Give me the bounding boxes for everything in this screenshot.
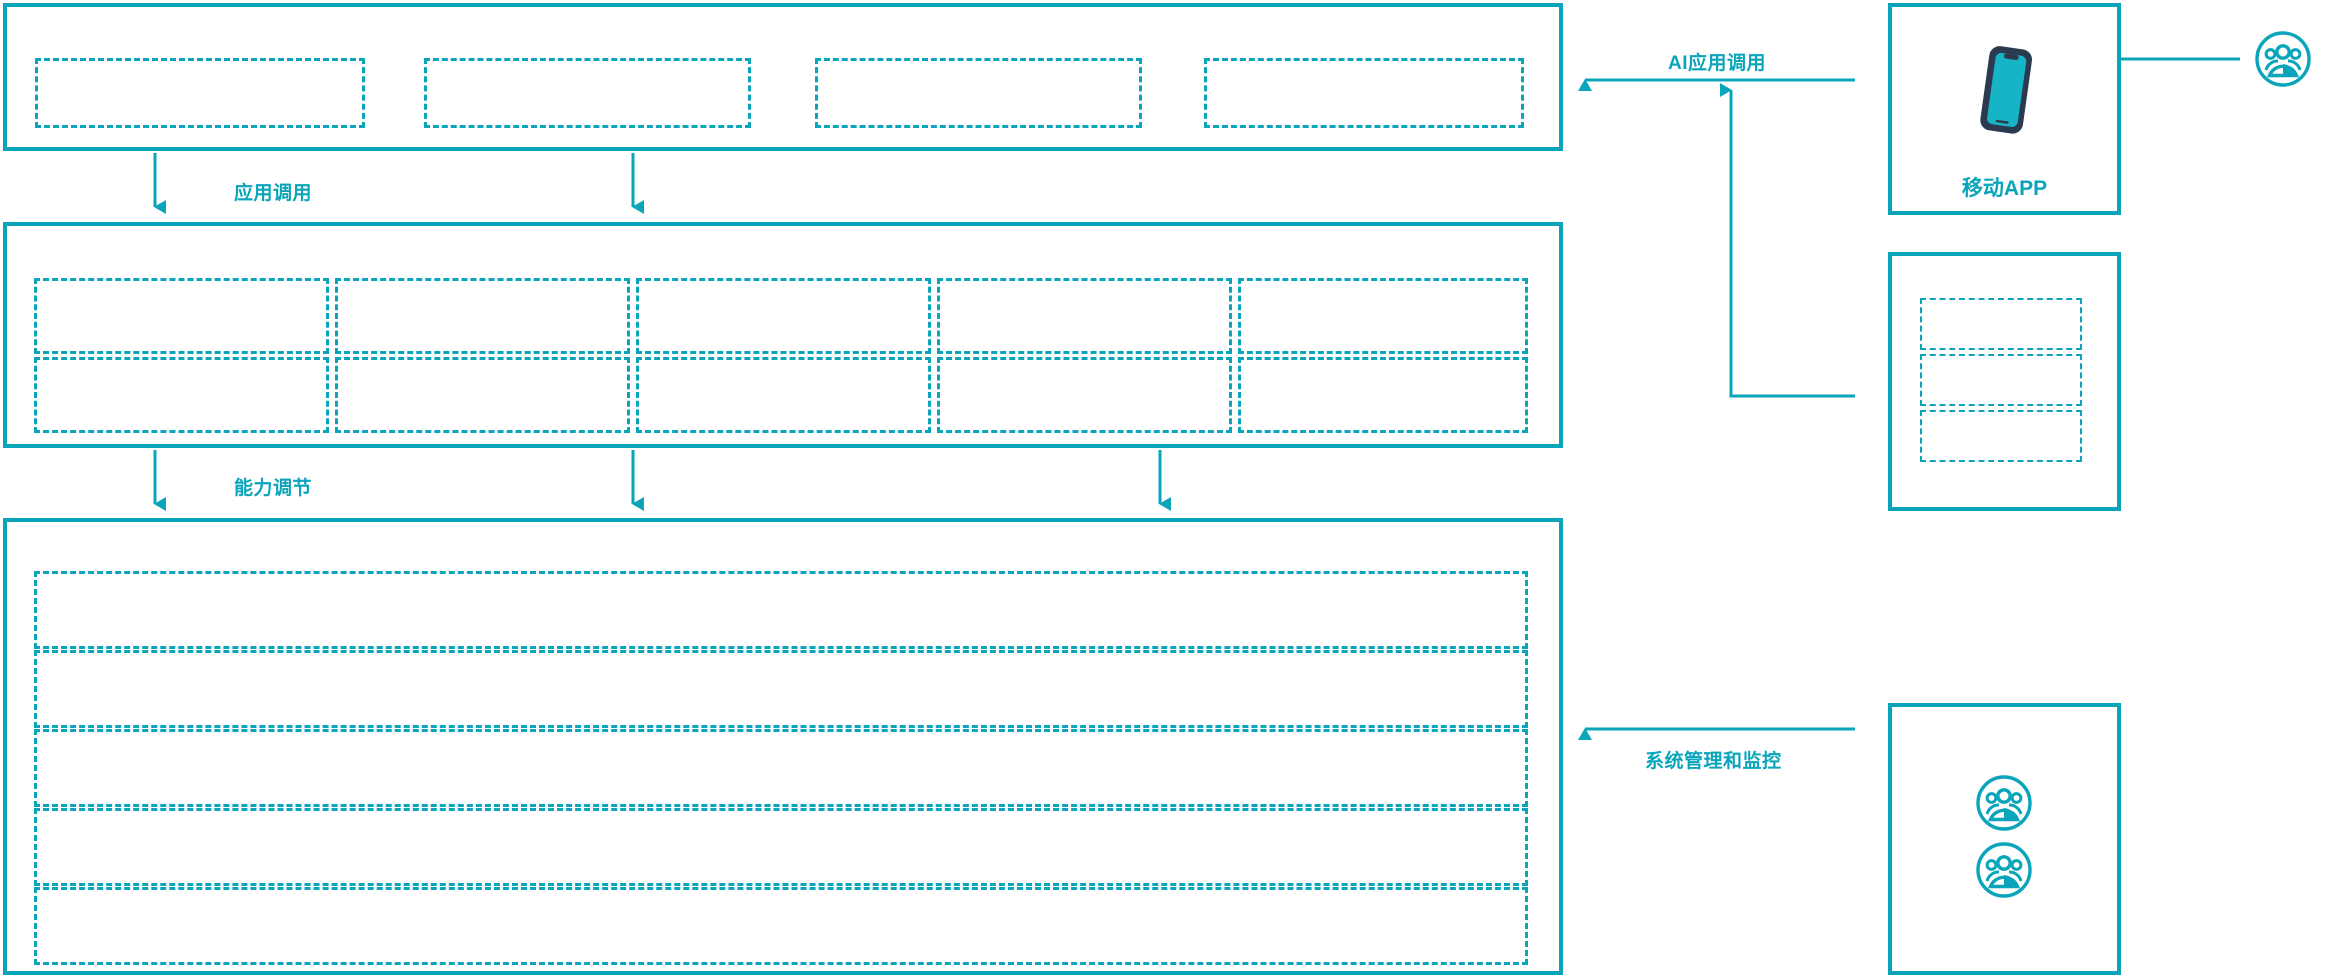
arrow-label-capability-tune: 能力调节 xyxy=(234,478,313,499)
plat-row-4[interactable] xyxy=(34,808,1528,886)
cap-cell-r1c2[interactable] xyxy=(335,278,630,354)
plat-row-2[interactable] xyxy=(34,650,1528,728)
cap-cell-r2c2[interactable] xyxy=(335,357,630,433)
mobile-app-caption: 移动APP xyxy=(1961,177,2048,200)
cap-cell-r2c1[interactable] xyxy=(34,357,329,433)
channel-cell-1[interactable] xyxy=(1920,298,2082,350)
app-cell-1[interactable] xyxy=(35,58,365,128)
cap-cell-r1c4[interactable] xyxy=(937,278,1232,354)
mobile-phone-icon xyxy=(1972,36,2042,146)
plat-row-3[interactable] xyxy=(34,729,1528,807)
arrow-label-ai-app-call: AI应用调用 xyxy=(1668,53,1767,74)
cap-cell-r2c5[interactable] xyxy=(1238,357,1528,433)
channel-cell-2[interactable] xyxy=(1920,354,2082,406)
user-group-icon xyxy=(2254,30,2312,88)
channel-cell-3[interactable] xyxy=(1920,410,2082,462)
plat-row-5[interactable] xyxy=(34,887,1528,965)
cap-cell-r1c5[interactable] xyxy=(1238,278,1528,354)
user-group-icon xyxy=(1975,774,2033,832)
cap-cell-r2c4[interactable] xyxy=(937,357,1232,433)
app-cell-3[interactable] xyxy=(815,58,1142,128)
arrow-label-app-call: 应用调用 xyxy=(234,183,313,204)
app-cell-2[interactable] xyxy=(424,58,751,128)
plat-row-1[interactable] xyxy=(34,571,1528,649)
cap-cell-r1c3[interactable] xyxy=(636,278,931,354)
arrow-label-system-manage: 系统管理和监控 xyxy=(1645,751,1782,772)
app-cell-4[interactable] xyxy=(1204,58,1524,128)
user-group-icon xyxy=(1975,841,2033,899)
cap-cell-r1c1[interactable] xyxy=(34,278,329,354)
cap-cell-r2c3[interactable] xyxy=(636,357,931,433)
operator-panel[interactable] xyxy=(1888,703,2121,975)
